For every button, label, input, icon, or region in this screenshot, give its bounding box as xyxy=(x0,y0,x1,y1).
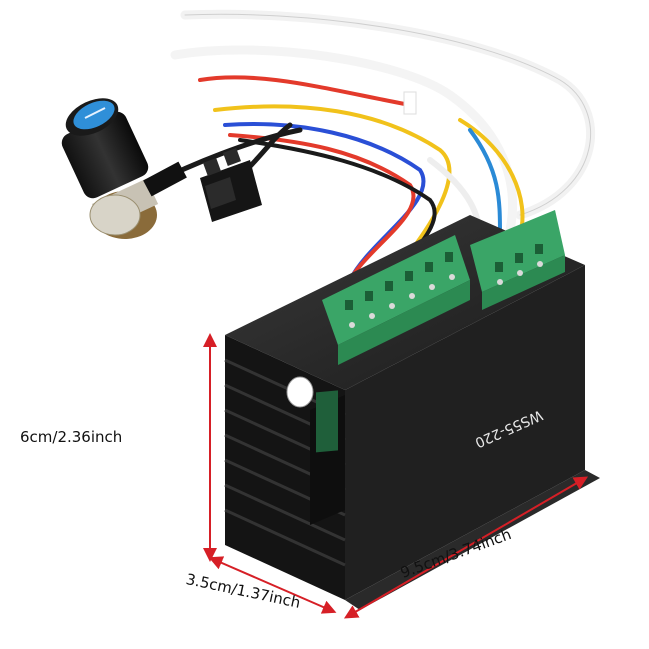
dimension-arrows xyxy=(203,333,589,619)
width-arrow xyxy=(343,476,589,619)
terminal-block xyxy=(322,210,565,365)
height-dimension-label: 6cm/2.36inch xyxy=(20,428,123,446)
potentiometer-knob-icon xyxy=(61,98,187,239)
depth-arrow xyxy=(208,556,337,614)
rocker-switch-icon xyxy=(200,148,262,222)
motor-driver-body: WS55-220 xyxy=(224,210,600,610)
